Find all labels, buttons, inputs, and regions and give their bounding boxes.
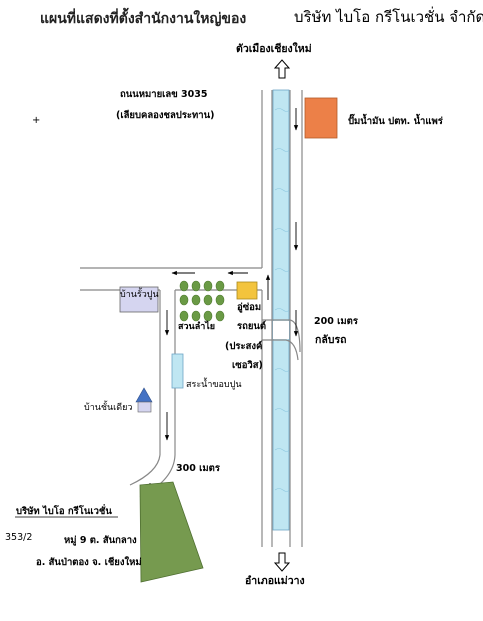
cement-pond — [171, 353, 184, 389]
label-road-description: (เลียบคลองชลประทาน) — [116, 110, 215, 121]
longan-garden-trees — [179, 280, 225, 322]
label-address-line2: อ. สันป่าตอง จ. เชียงใหม่ — [36, 557, 142, 568]
south-arrow-icon — [273, 552, 291, 572]
label-garage-line1: อู่ซ่อม — [237, 302, 262, 313]
label-u-turn: กลับรถ — [315, 334, 347, 346]
gas-station — [304, 97, 338, 139]
cement-fence-house — [119, 286, 159, 313]
label-road-name: ถนนหมายเลข 3035 — [120, 89, 208, 100]
label-distance-300: 300 เมตร — [176, 463, 220, 474]
u-turn-bridge — [262, 319, 301, 361]
company-plot — [139, 481, 204, 583]
label-single-storey-house: บ้านชั้นเดียว — [84, 403, 133, 413]
label-pond: สระน้ำขอบปูน — [186, 380, 242, 390]
map-title: แผนที่แสดงที่ตั้งสำนักงานใหญ่ของ — [40, 11, 247, 27]
label-cement-house: บ้านรั้วปูน — [120, 290, 159, 300]
label-garage-line2: รถยนต์ — [237, 321, 267, 332]
label-company-name: บริษัท ไบโอ กรีโนเวชั่น — [16, 506, 112, 517]
label-north-destination: ตัวเมืองเชียงใหม่ — [236, 43, 312, 55]
label-address-line1: หมู่ 9 ต. สันกลาง — [64, 535, 137, 546]
label-gas-station: ปั๊มน้ำมัน ปตท. น้ำแพร่ — [348, 116, 443, 127]
single-storey-house — [135, 387, 153, 413]
label-house-number: 353/2 — [5, 532, 33, 543]
label-longan-garden: สวนลำไย — [178, 322, 216, 332]
label-distance-200: 200 เมตร — [314, 316, 358, 327]
label-garage-line3: (ประสงค์ — [225, 341, 263, 352]
main-road — [261, 90, 303, 547]
auto-repair-garage — [236, 281, 258, 300]
canal-texture — [274, 108, 290, 492]
plus-mark: + — [32, 115, 40, 126]
label-south-destination: อำเภอแม่วาง — [245, 575, 305, 587]
label-garage-line4: เซอวิส) — [232, 360, 263, 371]
company-name-header: บริษัท ไบโอ กรีโนเวชั่น จำกัด — [294, 8, 483, 26]
north-arrow-icon — [273, 59, 291, 79]
